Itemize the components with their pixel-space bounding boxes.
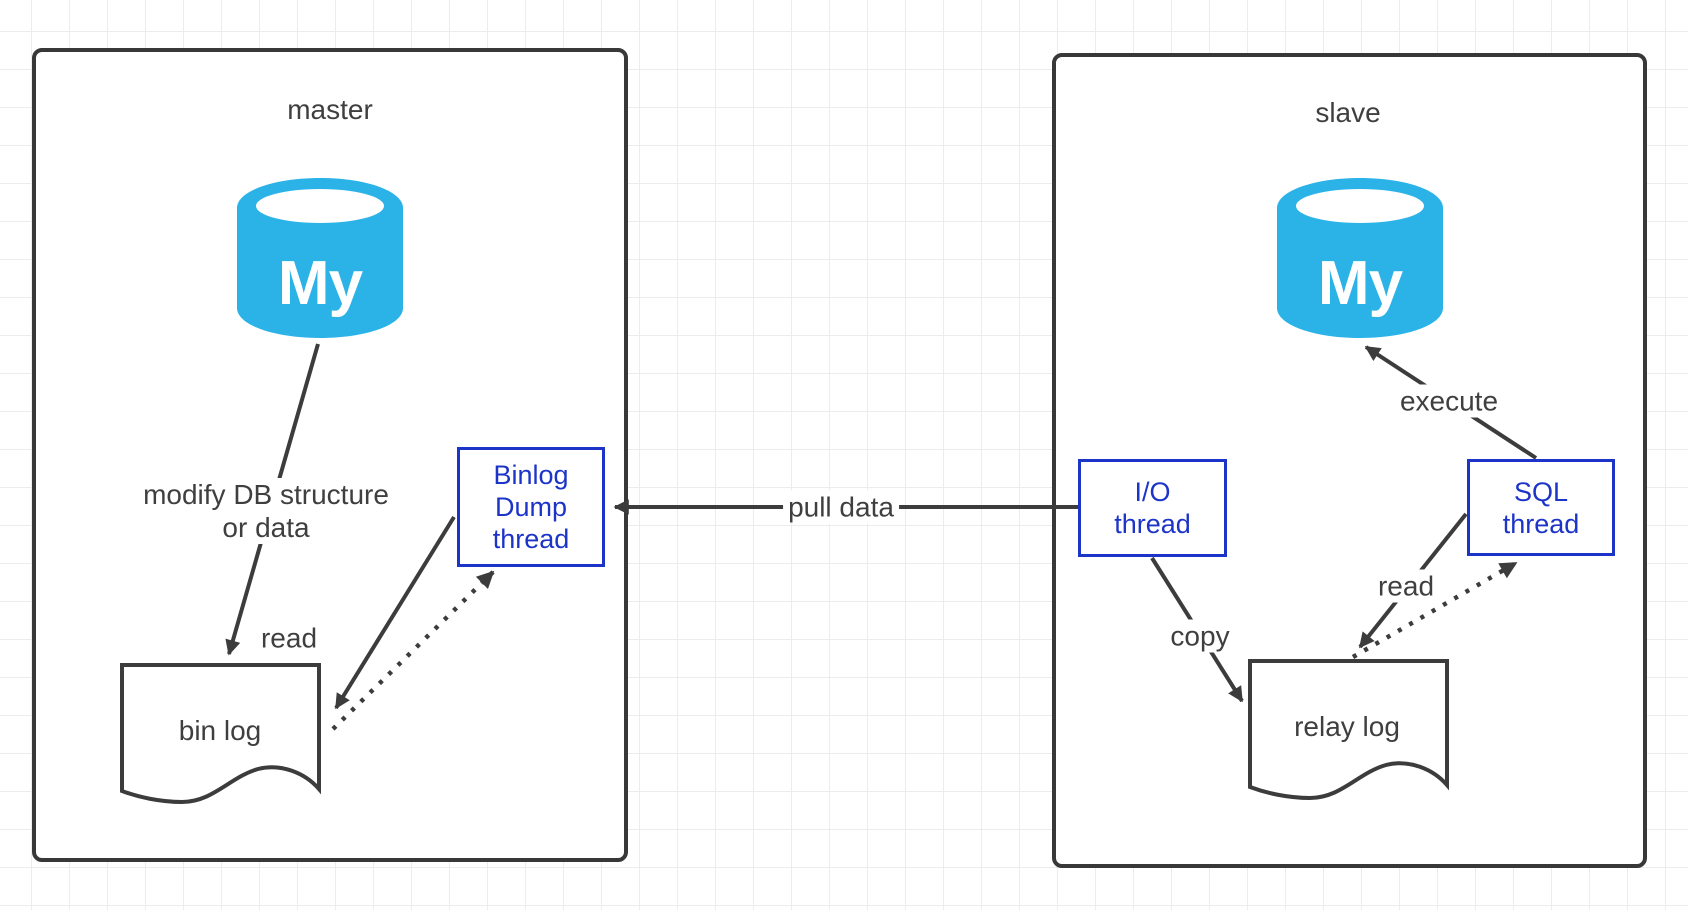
slave-title: slave [1315,97,1381,128]
binlog-dump-thread-box: Binlog Dump thread [457,447,605,567]
mysql-database-icon: My [1277,178,1443,338]
io-thread-box: I/O thread [1078,459,1227,557]
cylinder-top [1296,189,1424,223]
mysql-database-icon: My [237,178,403,338]
cylinder-top [256,189,384,223]
read-back-dotted-arrow-slave [1351,561,1518,659]
document-shape [1248,659,1449,801]
pull-data-label: pull data [783,490,899,524]
read-back-dotted-arrow-master [331,570,495,731]
read-label-master: read [255,621,323,655]
master-title: master [287,94,373,125]
relay-log-label: relay log [1294,711,1400,742]
modify-db-label: modify DB structure or data [138,478,394,544]
mysql-logo-text: My [1318,249,1404,318]
bin-log-label: bin log [178,715,262,746]
bin-log-document [120,663,321,805]
document-shape [120,663,321,805]
mysql-logo-text: My [278,249,364,318]
execute-label: execute [1394,384,1504,418]
sql-thread-box: SQL thread [1467,459,1615,556]
relay-log-document [1248,659,1449,801]
read-label-slave: read [1372,569,1440,603]
read-arrow-master [334,515,456,710]
copy-label: copy [1165,619,1235,653]
